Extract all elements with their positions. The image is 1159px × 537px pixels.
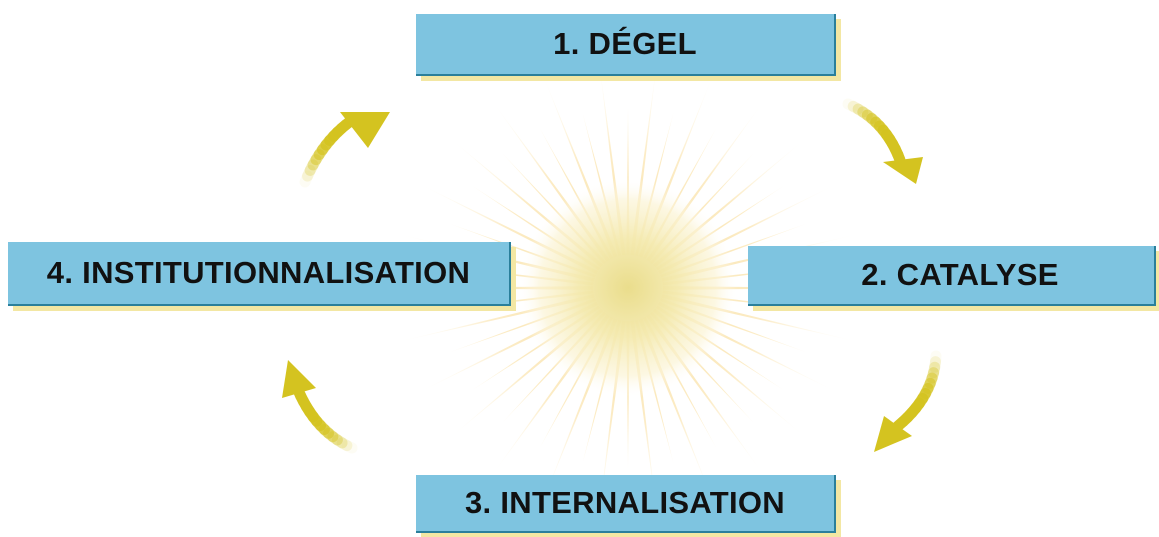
stage-box-institutionnalisation: 4. INSTITUTIONNALISATION (8, 242, 511, 306)
curved-arrow-icon (282, 360, 358, 454)
stage-box-catalyse: 2. CATALYSE (748, 246, 1156, 306)
stage-box-degel: 1. DÉGEL (416, 14, 836, 76)
curved-arrow-icon (842, 98, 923, 184)
stage-box-internalisation: 3. INTERNALISATION (416, 475, 836, 533)
stage-label-degel: 1. DÉGEL (553, 26, 697, 61)
sun-core (518, 178, 738, 398)
cycle-arrows (282, 98, 942, 454)
curved-arrow-icon (874, 350, 942, 452)
stage-label-catalyse: 2. CATALYSE (861, 257, 1059, 292)
stage-label-institutionnalisation: 4. INSTITUTIONNALISATION (46, 255, 471, 290)
curved-arrow-icon (299, 112, 390, 188)
sun-burst-icon (393, 66, 863, 510)
stage-label-internalisation: 3. INTERNALISATION (464, 485, 785, 520)
